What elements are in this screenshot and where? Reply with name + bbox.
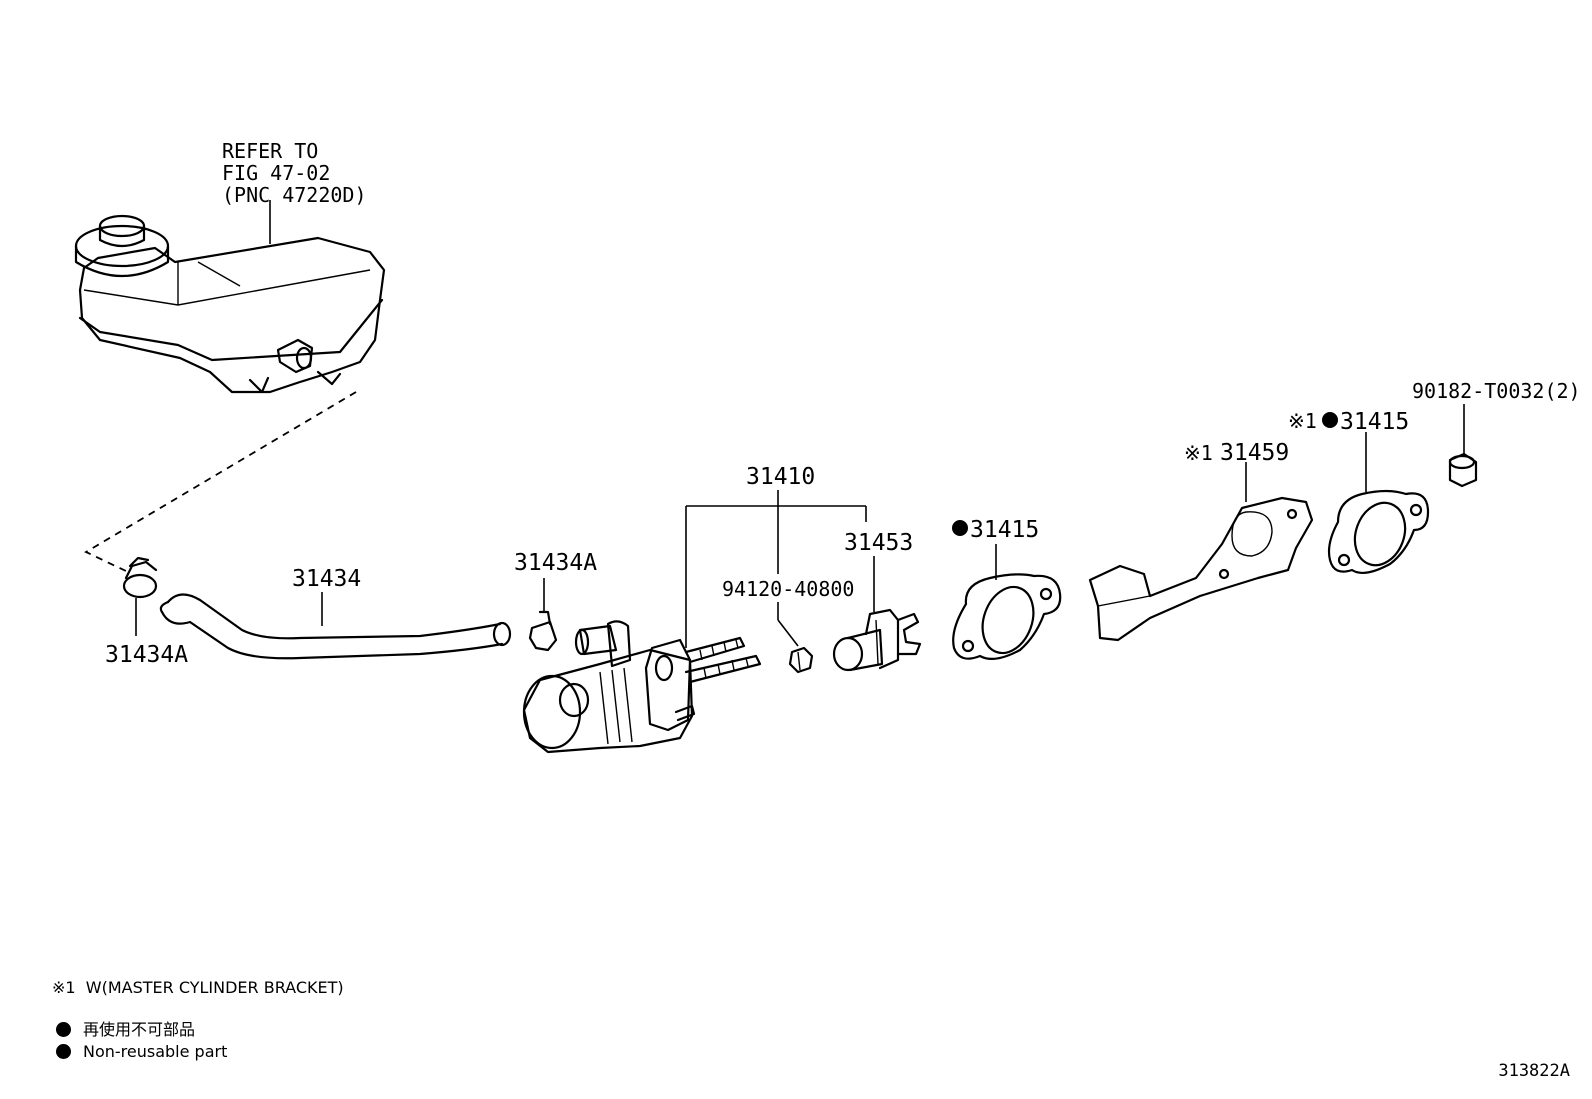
clutch-master-cylinder — [522, 620, 762, 754]
label-collar: 90182-T0032(2) — [1412, 379, 1581, 403]
reservoir-tank — [74, 214, 386, 394]
gasket-2 — [1327, 489, 1430, 575]
bullet-dot-icon — [56, 1044, 71, 1059]
label-push-rod: 31453 — [844, 530, 913, 556]
label-master-cylinder: 31410 — [746, 464, 815, 490]
reservoir-ref-line-2: FIG 47-02 — [222, 161, 330, 185]
nut — [788, 646, 814, 674]
legend-note-w: ※1 W(MASTER CYLINDER BRACKET) — [52, 978, 344, 997]
label-gasket-2: 31415 — [1340, 409, 1409, 435]
gasket-2-mark: ※1 — [1288, 409, 1317, 433]
figure-id: 313822A — [1498, 1061, 1570, 1081]
gasket-1 — [952, 573, 1062, 661]
reservoir-ref-line-1: REFER TO — [222, 139, 318, 163]
nonreusable-marker — [1322, 412, 1338, 428]
legend-note-text: W(MASTER CYLINDER BRACKET) — [85, 978, 344, 997]
label-bracket: 31459 — [1220, 440, 1289, 466]
master-cylinder-bracket — [1088, 496, 1314, 642]
nonreusable-marker — [952, 520, 968, 536]
hose-clip-mid — [528, 610, 558, 652]
bracket-mark: ※1 — [1184, 441, 1213, 465]
legend-note-mark: ※1 — [52, 978, 76, 997]
collar — [1448, 452, 1478, 488]
label-clip-mid: 31434A — [514, 550, 597, 576]
reservoir-ref-line-3: (PNC 47220D) — [222, 183, 367, 207]
label-nut: 94120-40800 — [722, 577, 854, 601]
reservoir-hose — [159, 593, 512, 660]
legend-nonreusable-jp-text: 再使用不可部品 — [83, 1020, 196, 1039]
label-hose: 31434 — [292, 566, 361, 592]
bullet-dot-icon — [56, 1022, 71, 1037]
legend-nonreusable-en-text: Non-reusable part — [83, 1042, 228, 1061]
legend-nonreusable-jp: 再使用不可部品 — [56, 1016, 195, 1040]
label-clip-left: 31434A — [105, 642, 188, 668]
legend-nonreusable-en: Non-reusable part — [56, 1042, 227, 1061]
label-gasket-1: 31415 — [970, 517, 1039, 543]
hose-clip-left — [122, 556, 158, 599]
connection-dashed-line — [84, 391, 357, 573]
push-rod — [832, 608, 922, 672]
